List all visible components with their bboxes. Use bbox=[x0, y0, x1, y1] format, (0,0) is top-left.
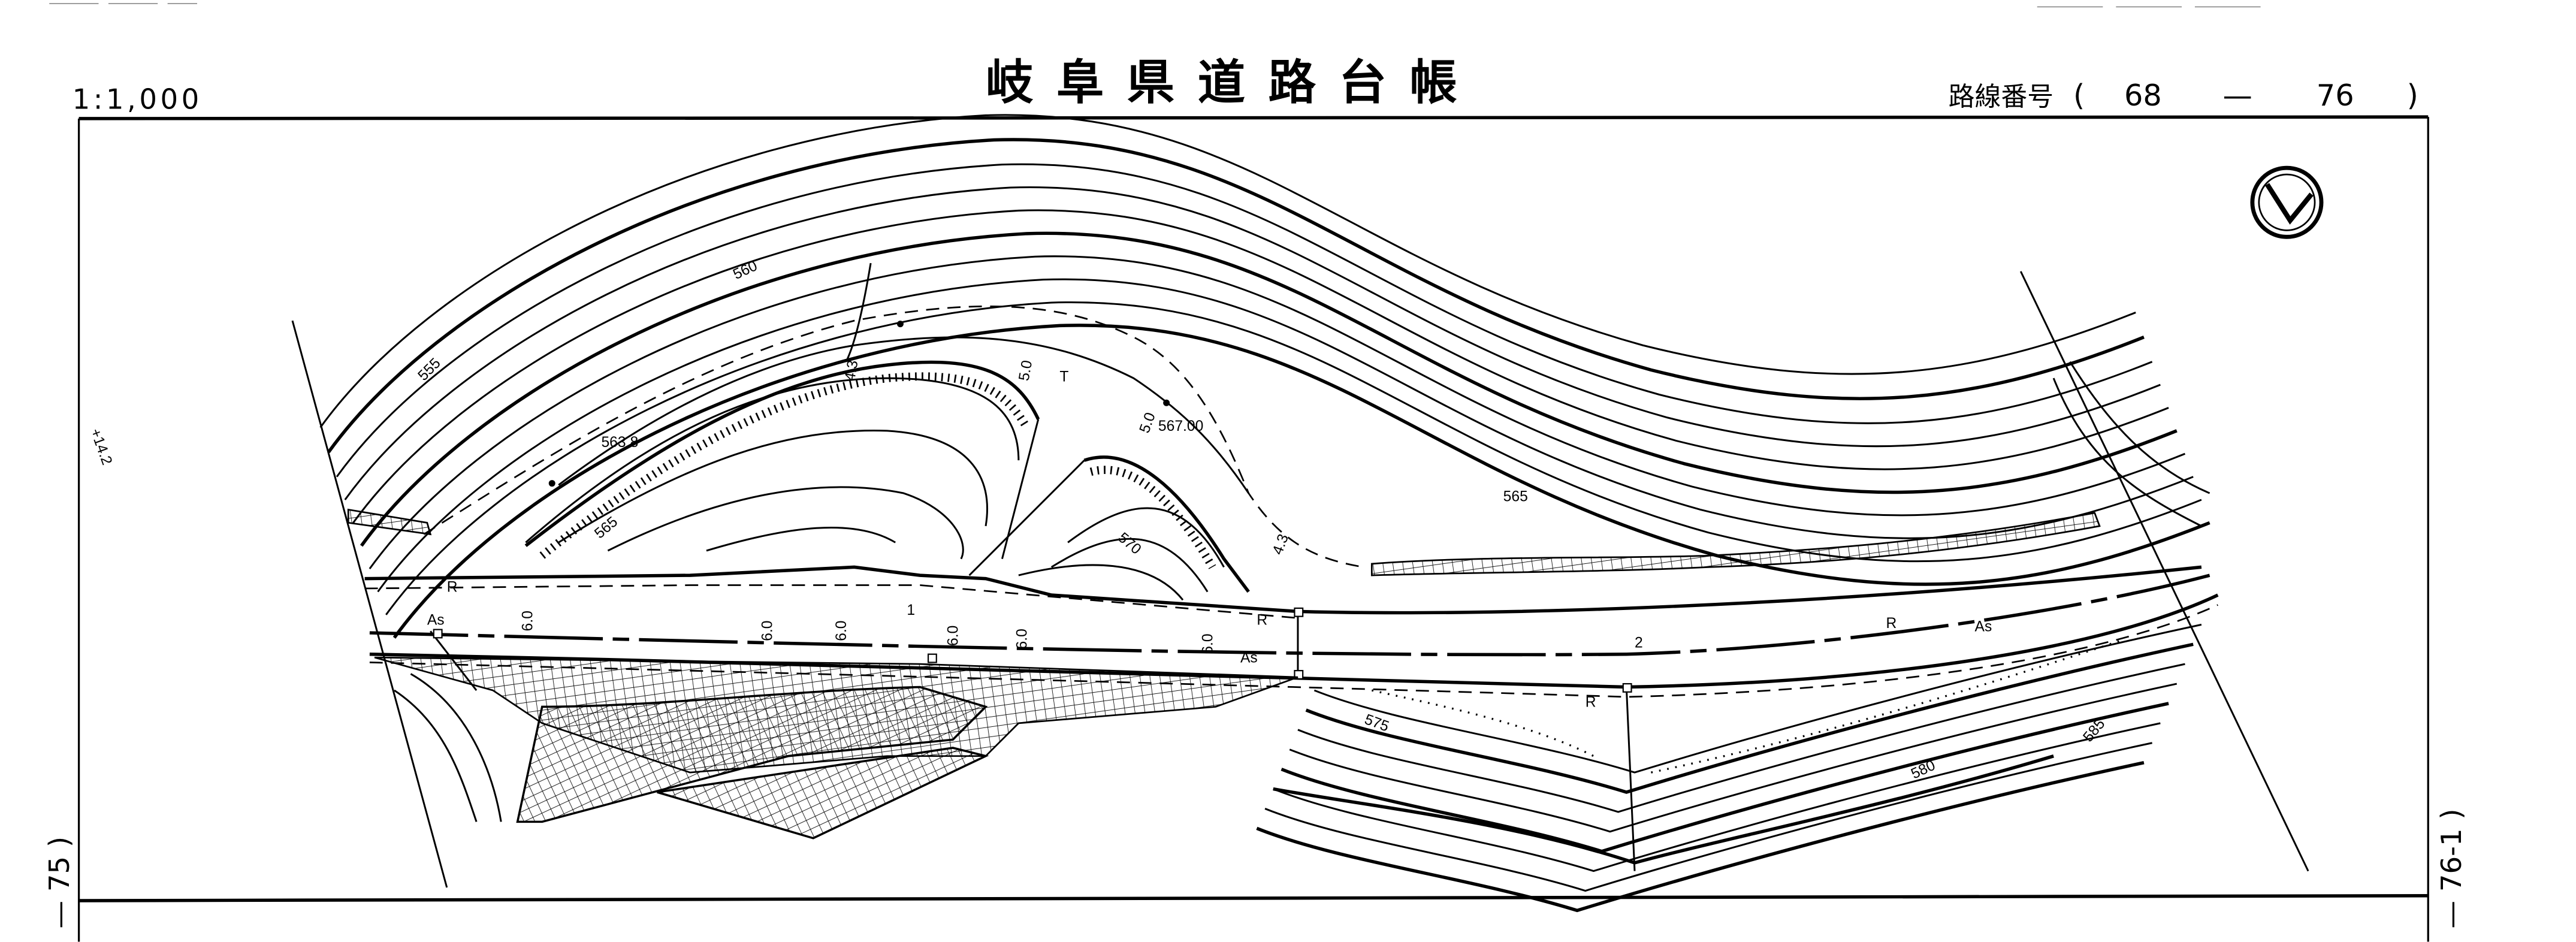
route-close-paren: ) bbox=[2407, 78, 2418, 113]
spot-height-1: 563.8 bbox=[601, 434, 638, 451]
width-10: 4.3 bbox=[1270, 532, 1292, 557]
spot-heights: 563.8 567.00 bbox=[548, 321, 1203, 487]
north-arrow-icon bbox=[2250, 165, 2324, 239]
contour-565-right: 565 bbox=[1503, 489, 1528, 505]
surface-as-3: As bbox=[1975, 618, 1992, 635]
width-5: 6.0 bbox=[1014, 629, 1031, 649]
lower-contours bbox=[394, 623, 2203, 910]
retaining-r-2: R bbox=[1257, 612, 1267, 628]
route-label: 路線番号 bbox=[1949, 81, 2053, 112]
route-to: 76 bbox=[2317, 78, 2354, 113]
width-3: 6.0 bbox=[833, 620, 850, 641]
width-1: 6.0 bbox=[520, 611, 536, 631]
lower-paved-slopes bbox=[374, 656, 1298, 840]
surface-labels: As As As R R R R 1 2 T bbox=[427, 369, 1992, 711]
contour-565-left: 565 bbox=[591, 514, 621, 542]
retaining-r-4: R bbox=[1586, 694, 1596, 710]
phone-pole-symbol: T bbox=[1059, 369, 1068, 385]
road bbox=[364, 565, 2219, 871]
station-2: 2 bbox=[1635, 635, 1643, 651]
retaining-wall-right bbox=[1370, 512, 2101, 576]
contour-555: 555 bbox=[415, 355, 444, 384]
contour-560: 560 bbox=[730, 258, 760, 283]
map-frame bbox=[49, 3, 2429, 942]
right-sheet-ref: — 76-1 ) bbox=[2435, 808, 2468, 928]
upper-contours bbox=[319, 114, 2210, 638]
retaining-wall-left bbox=[347, 508, 432, 536]
upper-slope-edge bbox=[423, 262, 1364, 568]
width-4: 6.0 bbox=[945, 626, 961, 646]
contour-580: 580 bbox=[1908, 757, 1938, 783]
route-number: 路線番号 ( 68 — 76 ) bbox=[1949, 78, 2418, 113]
header: 1:1,000 岐阜県道路台帳 路線番号 ( 68 — 76 ) bbox=[73, 55, 2418, 115]
route-open-paren: ( bbox=[2073, 78, 2085, 113]
route-from: 68 bbox=[2124, 78, 2162, 113]
sheet-title: 岐阜県道路台帳 bbox=[986, 55, 1480, 110]
contour-575: 575 bbox=[1363, 711, 1391, 735]
width-9: 5.0 bbox=[1137, 410, 1159, 435]
station-1: 1 bbox=[907, 602, 915, 618]
surface-as-2: As bbox=[1240, 650, 1258, 666]
width-2: 6.0 bbox=[760, 620, 776, 641]
surface-as-1: As bbox=[427, 612, 445, 628]
spot-height-2: 567.00 bbox=[1158, 418, 1203, 434]
left-sheet-ref: — 75 ) bbox=[43, 837, 76, 929]
width-8: 5.0 bbox=[1016, 359, 1036, 382]
width-6: 6.0 bbox=[1200, 633, 1216, 654]
retaining-r-1: R bbox=[447, 579, 458, 596]
contour-570: 570 bbox=[1115, 530, 1144, 558]
scale-label: 1:1,000 bbox=[73, 83, 203, 115]
station-offset: +14.2 bbox=[87, 427, 115, 467]
knoll-contours bbox=[525, 377, 1225, 601]
road-width-labels: 6.0 6.0 6.0 6.0 6.0 6.0 4.3 5.0 5.0 4.3 bbox=[520, 359, 1292, 654]
route-dash: — bbox=[2223, 78, 2252, 113]
retaining-r-3: R bbox=[1886, 615, 1896, 632]
width-7: 4.3 bbox=[842, 359, 862, 382]
cut-slopes bbox=[524, 360, 1250, 593]
